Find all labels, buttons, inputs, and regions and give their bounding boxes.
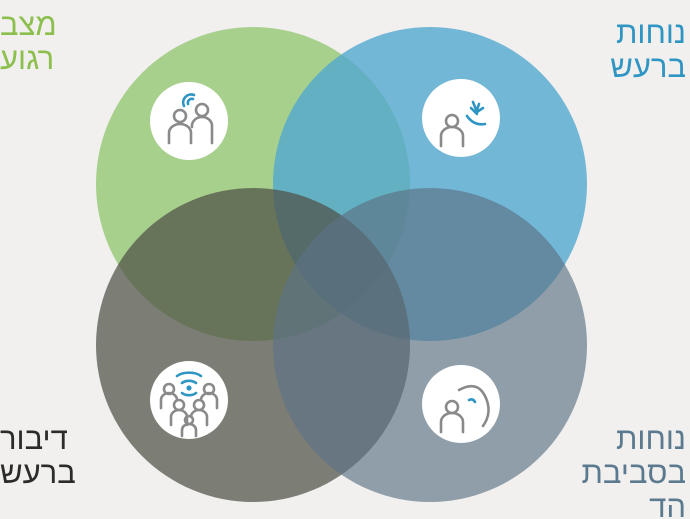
label-comfort-in-echo-line3: הד [649,489,686,519]
label-speech-in-noise-line2: ברעש [0,455,76,490]
label-calm-state-line1: מצב [0,7,57,42]
two-people-icon [150,82,228,160]
group-speech-icon [150,361,228,439]
label-comfort-in-noise-line1: נוחות [616,15,686,50]
label-speech-in-noise-line1: דיבור [0,421,68,456]
person-echo-icon [422,365,500,443]
label-calm-state-line2: רגוע [0,41,55,76]
label-comfort-in-echo-line2: בסביבת [581,455,686,490]
person-wind-icon [422,79,500,157]
label-comfort-in-echo-line1: נוחות [616,421,686,456]
label-calm-state: מצב רגוע [0,8,120,76]
label-comfort-in-noise: נוחות ברעש [560,16,686,84]
label-speech-in-noise: דיבור ברעש [0,422,120,490]
label-comfort-in-noise-line2: ברעש [610,49,686,84]
circle-comfort-in-echo [273,188,587,502]
label-comfort-in-echo: נוחות בסביבת הד [560,422,686,519]
